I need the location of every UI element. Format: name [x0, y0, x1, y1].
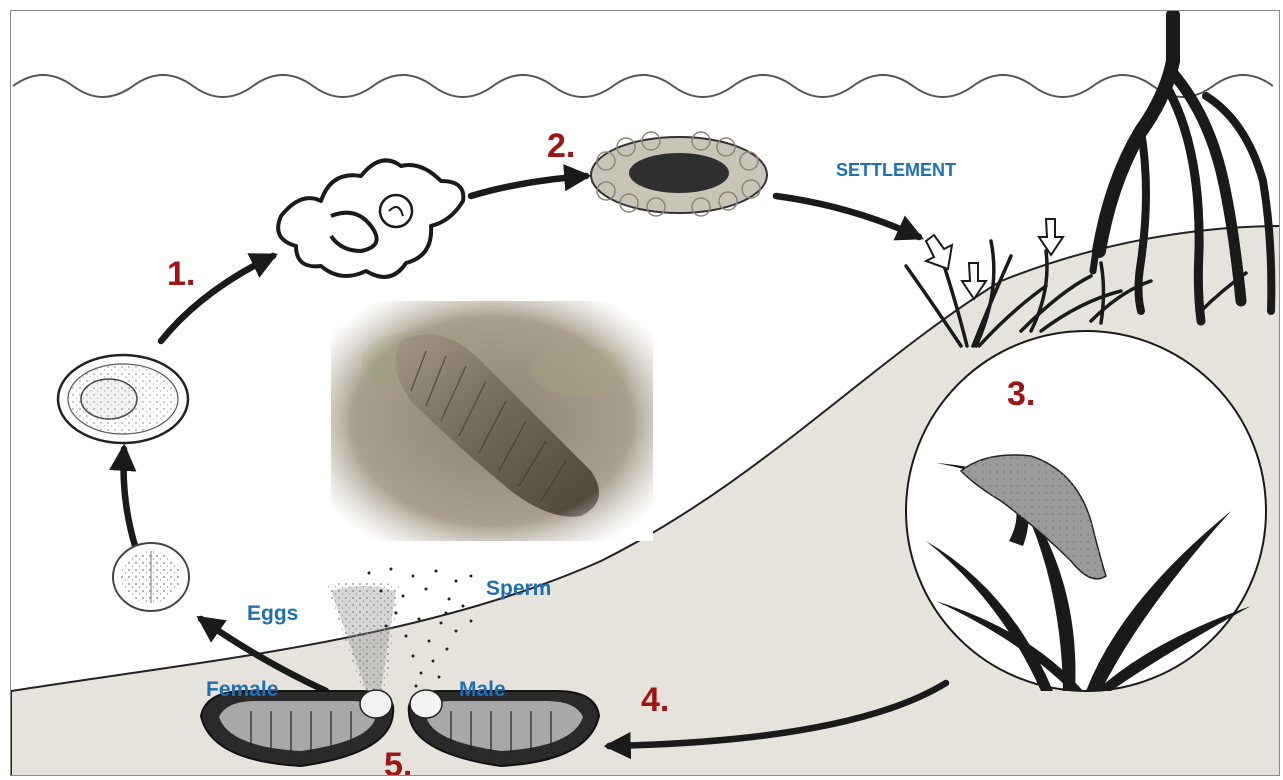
egg-cell-icon [58, 355, 188, 443]
stage-number-5: 5. [384, 748, 412, 776]
stage-number-3: 3. [1007, 377, 1035, 411]
stage-number-4: 4. [641, 683, 669, 717]
stage-number-1: 1. [167, 257, 195, 291]
diagram-frame: 1. 2. 3. 4. 5. SETTLEMENT Eggs Sperm Fem… [10, 10, 1280, 776]
sea-cucumber-photo [331, 301, 653, 541]
female-label: Female [206, 679, 278, 700]
sperm-label: Sperm [486, 578, 551, 599]
larva-icon [591, 132, 767, 216]
stage-number-2: 2. [547, 129, 575, 163]
settlement-label: SETTLEMENT [836, 161, 956, 179]
male-label: Male [459, 679, 506, 700]
larva-icon [278, 160, 463, 277]
water-surface-wave [13, 75, 1273, 97]
eggs-label: Eggs [247, 603, 298, 624]
egg-cell-icon [113, 543, 189, 611]
